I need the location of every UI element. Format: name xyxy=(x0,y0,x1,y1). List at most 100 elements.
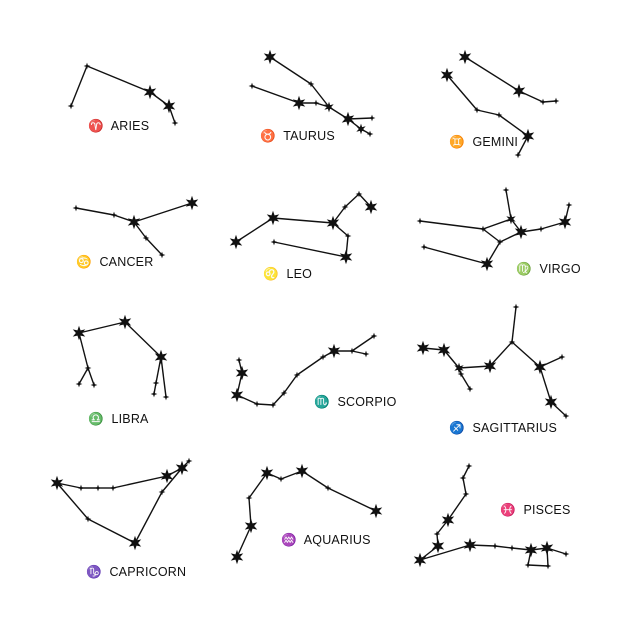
gemini-star-icon xyxy=(440,67,454,83)
capricorn-symbol: ♑ xyxy=(86,564,102,579)
constellation-taurus: ♉ TAURUS xyxy=(248,49,376,143)
constellation-libra: ♎ LIBRA xyxy=(72,314,170,426)
libra-star-icon xyxy=(75,380,83,388)
capricorn-star-icon xyxy=(158,488,166,496)
svg-text:♎ LIBRA: ♎ LIBRA xyxy=(88,411,149,426)
gemini-symbol: ♊ xyxy=(449,134,465,149)
leo-label: LEO xyxy=(286,267,312,281)
scorpio-star-icon xyxy=(348,347,356,355)
leo-star-icon xyxy=(341,203,349,211)
libra-star-icon xyxy=(162,393,170,401)
svg-text:♏ SCORPIO: ♏ SCORPIO xyxy=(314,394,397,409)
sagittarius-star-icon xyxy=(454,362,464,374)
sagittarius-star-icon xyxy=(466,385,474,393)
taurus-connector-line xyxy=(347,117,373,120)
cancer-star-icon xyxy=(158,251,166,259)
libra-star-icon xyxy=(150,390,158,398)
pisces-star-icon xyxy=(491,542,499,550)
leo-star-icon xyxy=(364,199,378,215)
cancer-connector-line xyxy=(75,207,115,216)
gemini-star-icon xyxy=(512,83,526,99)
pisces-star-icon xyxy=(462,490,470,498)
leo-connector-line xyxy=(235,217,274,243)
virgo-symbol: ♍ xyxy=(516,261,532,276)
virgo-star-icon xyxy=(565,201,573,209)
libra-connector-line xyxy=(160,356,167,398)
virgo-star-icon xyxy=(420,243,428,251)
scorpio-star-icon xyxy=(253,400,261,408)
cancer-star-icon xyxy=(110,211,118,219)
leo-star-icon xyxy=(270,238,278,246)
sagittarius-connector-line xyxy=(443,349,460,369)
virgo-connector-line xyxy=(482,218,512,230)
scorpio-star-icon xyxy=(280,389,288,397)
libra-connector-line xyxy=(78,321,126,334)
cancer-label: CANCER xyxy=(99,255,153,269)
libra-label: LIBRA xyxy=(111,412,149,426)
pisces-star-icon xyxy=(459,474,467,482)
svg-text:♈ ARIES: ♈ ARIES xyxy=(88,118,149,133)
constellation-aquarius: ♒ AQUARIUS xyxy=(230,463,383,565)
scorpio-star-icon xyxy=(327,343,341,359)
sagittarius-connector-line xyxy=(489,341,513,367)
gemini-star-icon xyxy=(495,111,503,119)
libra-symbol: ♎ xyxy=(88,411,104,426)
pisces-star-icon xyxy=(544,562,552,570)
constellation-leo: ♌ LEO xyxy=(229,190,378,281)
scorpio-star-icon xyxy=(362,350,370,358)
sagittarius-connector-line xyxy=(539,366,552,403)
aries-label: ARIES xyxy=(111,119,150,133)
pisces-connector-line xyxy=(469,544,496,547)
svg-text:♋ CANCER: ♋ CANCER xyxy=(76,254,153,269)
pisces-connector-line xyxy=(527,564,549,567)
virgo-star-icon xyxy=(479,225,487,233)
virgo-star-icon xyxy=(506,213,516,225)
virgo-star-icon xyxy=(416,217,424,225)
constellation-pisces: ♓ PISCES xyxy=(413,462,570,570)
gemini-connector-line xyxy=(476,109,500,116)
pisces-connector-line xyxy=(447,493,467,521)
virgo-star-icon xyxy=(496,238,504,246)
taurus-symbol: ♉ xyxy=(260,128,276,143)
pisces-connector-line xyxy=(462,477,467,495)
virgo-connector-line xyxy=(486,241,501,265)
leo-symbol: ♌ xyxy=(263,266,279,281)
pisces-connector-line xyxy=(462,465,470,479)
aries-symbol: ♈ xyxy=(88,118,104,133)
constellation-capricorn: ♑ CAPRICORN xyxy=(50,457,193,579)
taurus-star-icon xyxy=(248,82,256,90)
taurus-connector-line xyxy=(251,85,300,104)
capricorn-connector-line xyxy=(87,518,136,544)
leo-connector-line xyxy=(273,241,347,258)
capricorn-star-icon xyxy=(109,484,117,492)
virgo-star-icon xyxy=(558,214,572,230)
sagittarius-label: SAGITTARIUS xyxy=(472,421,557,435)
leo-star-icon xyxy=(266,210,280,226)
aquarius-star-icon xyxy=(324,484,332,492)
cancer-star-icon xyxy=(72,204,80,212)
aries-star-icon xyxy=(171,119,179,127)
pisces-star-icon xyxy=(463,537,477,553)
pisces-star-icon xyxy=(524,542,538,558)
gemini-label: GEMINI xyxy=(472,135,518,149)
virgo-connector-line xyxy=(423,246,488,265)
gemini-star-icon xyxy=(458,49,472,65)
scorpio-connector-line xyxy=(351,335,375,352)
sagittarius-star-icon xyxy=(533,359,547,375)
scorpio-connector-line xyxy=(283,374,298,394)
leo-star-icon xyxy=(344,232,352,240)
cancer-symbol: ♋ xyxy=(76,254,92,269)
libra-connector-line xyxy=(78,367,89,385)
aquarius-symbol: ♒ xyxy=(281,532,297,547)
aries-star-icon xyxy=(67,102,75,110)
virgo-connector-line xyxy=(482,228,501,243)
capricorn-star-icon xyxy=(128,535,142,551)
libra-star-icon xyxy=(84,364,92,372)
aries-star-icon xyxy=(83,62,91,70)
capricorn-star-icon xyxy=(50,475,64,491)
capricorn-star-icon xyxy=(185,457,193,465)
svg-text:♑ CAPRICORN: ♑ CAPRICORN xyxy=(86,564,186,579)
taurus-star-icon xyxy=(312,99,320,107)
virgo-connector-line xyxy=(419,220,484,230)
